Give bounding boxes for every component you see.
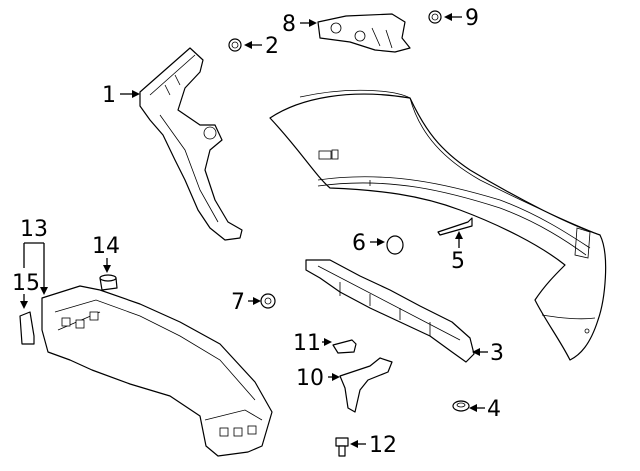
cap-part-15 [19, 311, 35, 345]
callout-10: 10 [296, 366, 324, 391]
callout-3: 3 [490, 341, 504, 366]
clip-part-11 [332, 339, 357, 354]
support-bracket-part [317, 13, 411, 53]
bolt-part-12 [335, 437, 349, 457]
callout-8: 8 [282, 12, 296, 37]
callout-12: 12 [369, 433, 397, 458]
callout-1: 1 [102, 83, 116, 108]
callout-9: 9 [465, 6, 479, 31]
callout-7: 7 [231, 290, 245, 315]
callout-2: 2 [265, 34, 279, 59]
callout-6: 6 [352, 231, 366, 256]
callout-13: 13 [20, 217, 48, 242]
callout-5: 5 [451, 249, 465, 274]
callout-14: 14 [92, 234, 120, 259]
guide-bracket-part-10 [339, 357, 393, 413]
nut-part-14 [99, 274, 118, 291]
callout-11: 11 [293, 331, 321, 356]
callout-leaders [20, 13, 488, 448]
reinforcement-beam [41, 285, 273, 457]
nut-part-7 [260, 293, 276, 309]
washer-part-6 [386, 235, 404, 255]
clip-part-4 [452, 400, 470, 412]
bumper-cover [269, 89, 607, 361]
pin-bracket-part-5 [437, 217, 473, 236]
nut-part-9 [428, 10, 442, 24]
callout-15: 15 [12, 271, 40, 296]
nut-part-2 [228, 38, 242, 52]
center-bracket-part [305, 259, 475, 363]
side-bracket-part [139, 47, 243, 241]
callout-4: 4 [487, 397, 501, 422]
